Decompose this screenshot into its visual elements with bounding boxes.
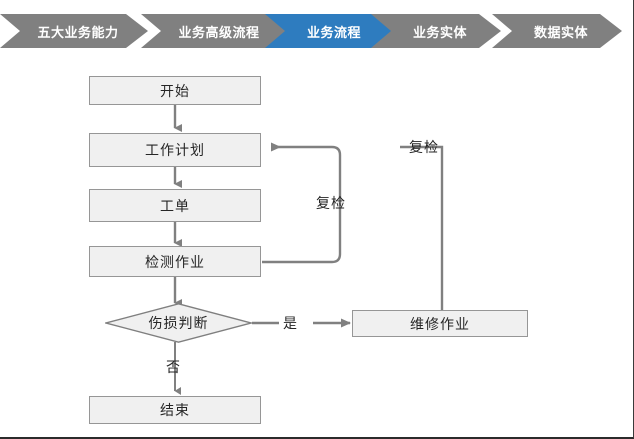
chevron-shape-icon [371, 14, 501, 48]
node-decide-label: 伤损判断 [148, 315, 209, 331]
node-inspect[interactable]: 检测作业 [89, 246, 261, 277]
chevron-shape-icon [265, 14, 395, 48]
ribbon-step-5-label: 数据实体 [533, 24, 588, 40]
edge-label-recheck-outer: 复检 [409, 139, 439, 155]
ribbon-step-4[interactable]: 业务实体 [371, 14, 501, 48]
node-end[interactable]: 结束 [89, 396, 261, 424]
edge-label-yes: 是 [283, 315, 298, 331]
ribbon-step-2[interactable]: 业务高级流程 [141, 14, 289, 48]
node-plan[interactable]: 工作计划 [89, 133, 261, 167]
chevron-shape-icon [0, 14, 148, 48]
node-decide[interactable]: 伤损判断 [105, 303, 252, 343]
ribbon-step-5[interactable]: 数据实体 [492, 14, 622, 48]
ribbon-step-2-label: 业务高级流程 [178, 24, 260, 40]
edge-recheck-outer-loop [400, 145, 444, 311]
ribbon-step-3[interactable]: 业务流程 [265, 14, 395, 48]
diamond-shape-icon [105, 303, 252, 343]
process-breadcrumb-ribbon: 五大业务能力 业务高级流程 业务流程 业务实体 数据实体 [0, 14, 633, 48]
node-end-label: 结束 [160, 402, 190, 418]
chevron-shape-icon [492, 14, 622, 48]
ribbon-step-4-label: 业务实体 [412, 24, 467, 40]
edge-label-no: 否 [166, 359, 181, 375]
node-repair-label: 维修作业 [410, 315, 470, 332]
ribbon-step-1-label: 五大业务能力 [37, 24, 119, 40]
node-plan-label: 工作计划 [145, 142, 205, 158]
node-inspect-label: 检测作业 [145, 253, 205, 270]
node-order[interactable]: 工单 [89, 189, 261, 222]
node-repair[interactable]: 维修作业 [352, 310, 528, 337]
ribbon-step-1[interactable]: 五大业务能力 [0, 14, 148, 48]
node-order-label: 工单 [160, 197, 190, 214]
ribbon-step-3-label: 业务流程 [306, 24, 361, 40]
chevron-shape-icon [141, 14, 289, 48]
edge-label-recheck-inner: 复检 [316, 195, 346, 211]
node-start-label: 开始 [160, 82, 190, 99]
node-start[interactable]: 开始 [89, 76, 261, 105]
